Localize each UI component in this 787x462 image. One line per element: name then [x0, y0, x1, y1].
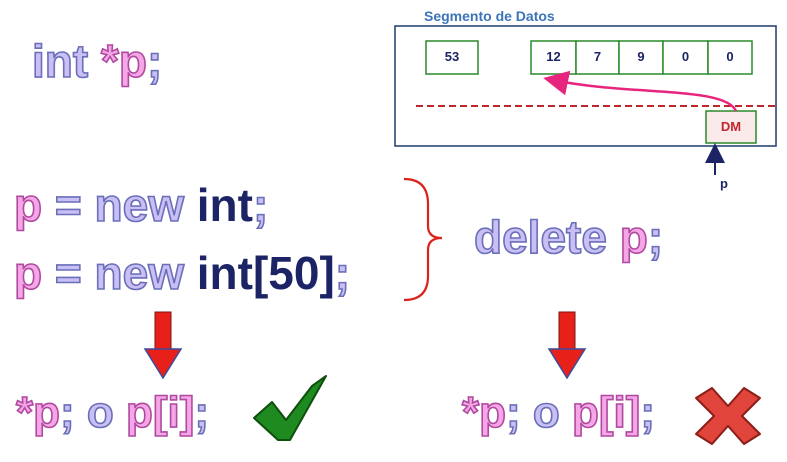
decl-semicolon: ;: [146, 34, 163, 88]
alloc2-type: int[50]: [196, 247, 335, 299]
alloc-line-int: p = new int;: [13, 178, 269, 232]
access-bad-var: p: [478, 387, 507, 438]
alloc2-var: p: [13, 246, 43, 300]
decl-keyword: int: [31, 34, 89, 88]
alloc1-op: = new: [42, 178, 197, 232]
group-brace: [403, 177, 443, 302]
array-value: 9: [637, 49, 645, 64]
delete-var: p: [619, 210, 649, 264]
array-value: 0: [681, 49, 690, 64]
array-value: 7: [593, 49, 602, 64]
delete-keyword: delete: [473, 210, 620, 264]
access-ok-arr: p[i]: [125, 387, 195, 438]
access-bad-end: ;: [640, 387, 656, 438]
down-arrow-left: [143, 311, 183, 380]
access-ok-mid: ; o: [59, 387, 126, 438]
access-ok-end: ;: [194, 387, 210, 438]
delete-statement: delete p;: [473, 210, 664, 264]
access-ok-var: p: [32, 387, 61, 438]
access-bad-star: *: [461, 387, 480, 438]
alloc-line-array: p = new int[50];: [13, 246, 351, 300]
pointer-declaration: int *p;: [31, 34, 163, 88]
single-variable-cell: [425, 40, 479, 75]
pointer-label: p: [720, 176, 728, 191]
array-cell: [575, 40, 620, 75]
alloc2-end: ;: [334, 246, 351, 300]
array-value: 12: [546, 49, 561, 64]
access-invalid: *p; o p[i];: [461, 387, 656, 438]
access-bad-mid: ; o: [505, 387, 572, 438]
alloc1-type: int: [196, 179, 253, 231]
access-valid: *p; o p[i];: [15, 387, 210, 438]
array-cell: [707, 40, 753, 75]
alloc2-op: = new: [42, 246, 197, 300]
pointer-arrow: [543, 70, 738, 112]
cross-icon: [695, 387, 761, 445]
check-icon: [253, 375, 327, 441]
array-value: 0: [726, 49, 734, 64]
single-variable-value: 53: [444, 49, 460, 64]
decl-var: p: [118, 34, 148, 88]
alloc1-var: p: [13, 178, 43, 232]
down-arrow-right: [547, 311, 587, 380]
decl-star: *: [100, 34, 119, 88]
access-ok-star: *: [15, 387, 34, 438]
alloc1-end: ;: [252, 178, 269, 232]
dynamic-memory-label: DM: [720, 119, 742, 134]
dynamic-memory-box: [705, 110, 757, 144]
array-cell: [662, 40, 709, 75]
memory-title: Segmento de Datos: [424, 8, 555, 24]
delete-end: ;: [647, 210, 664, 264]
array-cell: [618, 40, 664, 75]
access-bad-arr: p[i]: [571, 387, 641, 438]
